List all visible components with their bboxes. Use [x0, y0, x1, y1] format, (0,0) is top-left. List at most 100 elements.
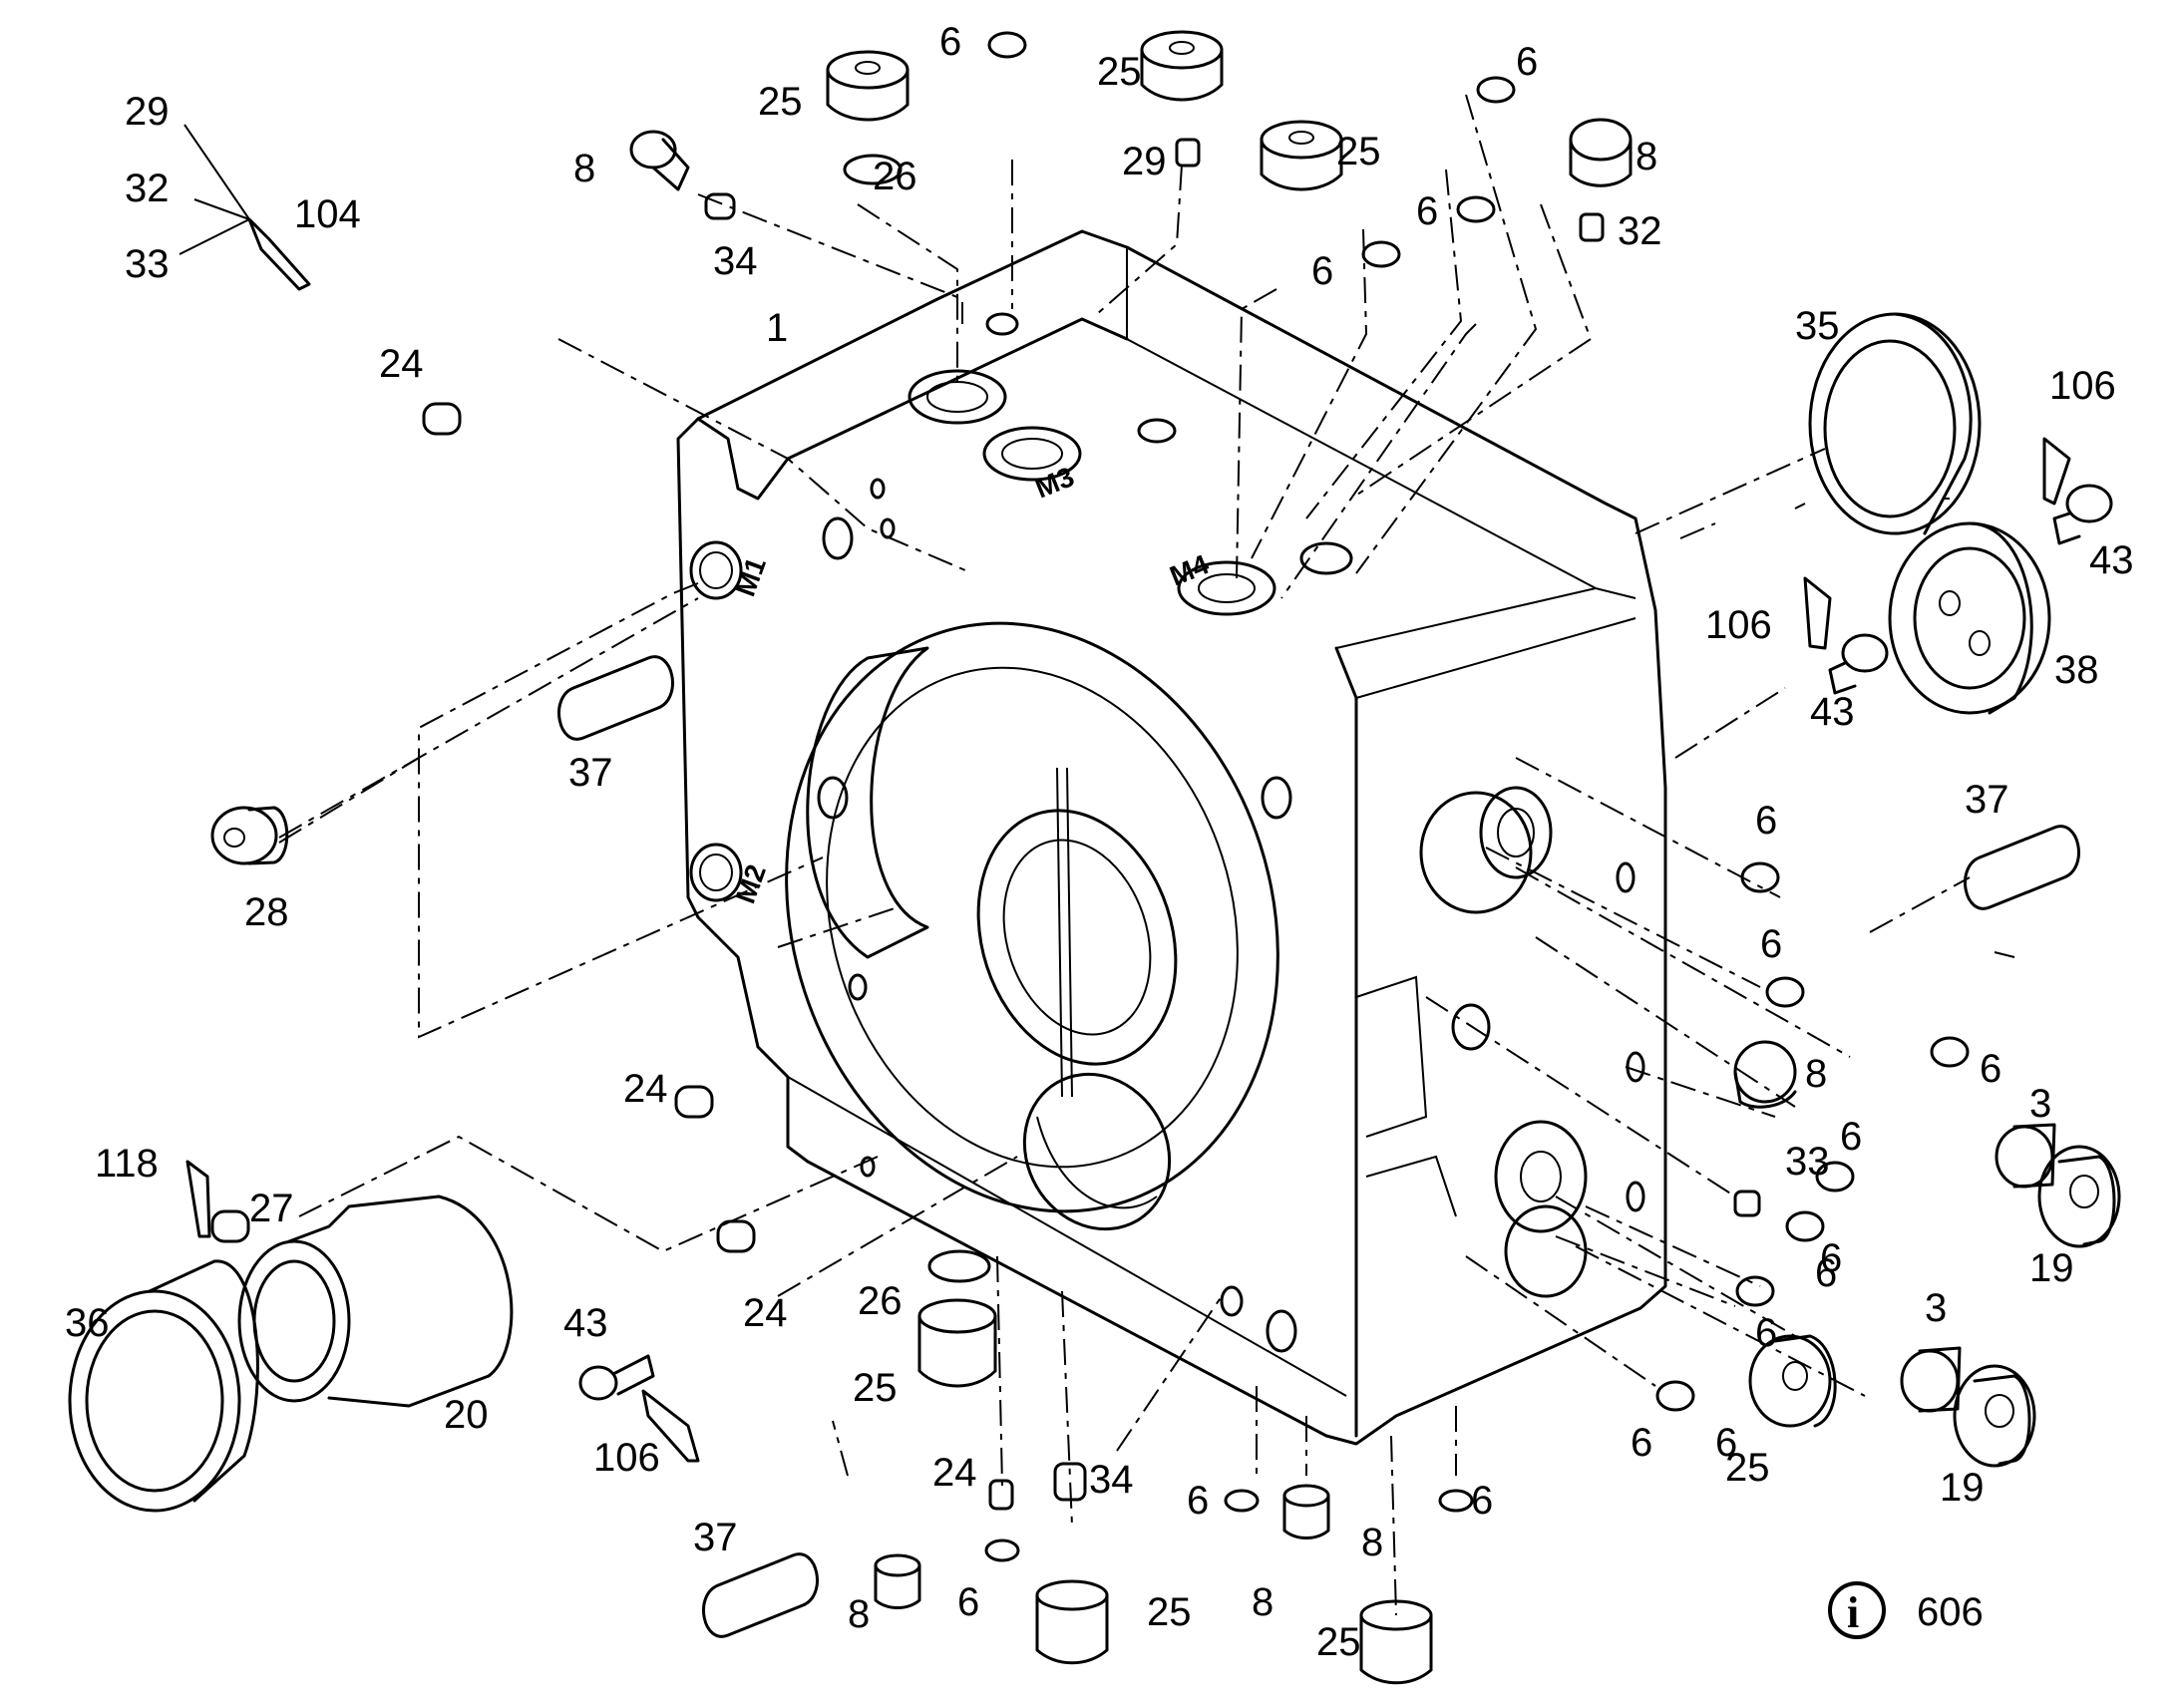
part-label: 6 [1416, 189, 1438, 233]
info-number: 606 [1917, 1590, 1984, 1634]
screw-6l-icon [1224, 1489, 1260, 1513]
part-label: 104 [294, 192, 361, 236]
set-screw-32-icon [1579, 212, 1605, 242]
part-label: 37 [1965, 778, 2009, 822]
info-symbol: i [1847, 1588, 1859, 1637]
part-label: 33 [1785, 1140, 1830, 1184]
part-label: 6 [1187, 1479, 1209, 1523]
part-label: 6 [1820, 1236, 1842, 1280]
housing [676, 229, 1667, 1446]
seal-26-icon [843, 154, 903, 185]
screw-6b-icon [1476, 76, 1516, 104]
part-label: 28 [244, 890, 289, 934]
part-label: 26 [873, 155, 917, 198]
port-mark-m4: M4 [1166, 548, 1214, 591]
part-label: 33 [125, 242, 170, 286]
part-label: 3 [2029, 1082, 2051, 1126]
screw-6i-icon [1785, 1210, 1825, 1242]
bearing-35-icon [1808, 312, 1982, 535]
screw-6j-icon [1735, 1275, 1775, 1307]
part-label: 43 [1810, 690, 1855, 734]
plug-25d-icon [917, 1298, 997, 1388]
plug-25e-icon [1035, 1579, 1109, 1665]
sleeve-24-icon [422, 402, 462, 436]
part-label: 34 [1089, 1458, 1134, 1502]
info-reference: i 606 [1828, 1581, 1984, 1639]
dowel-pin-37b-icon [1964, 825, 2080, 910]
plug-25g-icon [1748, 1334, 1837, 1428]
part-label: 25 [1316, 1620, 1361, 1664]
loose-parts [68, 30, 2121, 1685]
part-label: 36 [65, 1301, 110, 1345]
plug-25-icon [826, 50, 909, 122]
screw-43b-icon [1828, 633, 1889, 695]
sleeve-27-icon [210, 1209, 250, 1243]
screw-6c-icon [1456, 195, 1496, 223]
leader-lines [179, 124, 1806, 510]
part-label: 25 [1336, 130, 1381, 173]
part-label: 6 [1715, 1421, 1737, 1465]
plug-28-icon [210, 806, 289, 865]
part-label: 20 [444, 1393, 489, 1437]
set-screw-29-icon [1175, 138, 1201, 168]
seal-26b-icon [927, 1249, 991, 1283]
plug-25f-icon [1359, 1599, 1433, 1685]
plug-8-icon [629, 130, 690, 191]
cover-38-icon [1888, 521, 2051, 715]
port-mark-m1: M1 [730, 553, 772, 600]
sealant-tube-106c-icon [641, 1389, 700, 1463]
plug-8d-icon [1282, 1484, 1330, 1539]
plug-19-icon [2037, 1145, 2121, 1248]
part-label: 29 [125, 90, 170, 134]
part-label: 6 [1471, 1479, 1493, 1523]
sleeve-24d-icon [988, 1479, 1014, 1511]
part-label: 27 [249, 1187, 294, 1230]
screw-6-icon [987, 31, 1027, 59]
part-label: 6 [1516, 40, 1538, 84]
part-label: 25 [1725, 1446, 1770, 1490]
sealant-tube-106-icon [2042, 437, 2071, 506]
part-label: 19 [1940, 1466, 1985, 1510]
part-label: 43 [2089, 538, 2134, 582]
part-label: 6 [939, 20, 961, 64]
part-label: 106 [1705, 603, 1772, 647]
screw-43c-icon [578, 1354, 655, 1401]
sealant-tube-104-icon [247, 217, 311, 291]
part-label: 6 [1755, 799, 1777, 843]
part-label: 24 [932, 1451, 977, 1495]
part-label: 8 [573, 147, 595, 190]
plug-8b-icon [1569, 118, 1633, 187]
part-label: 6 [1815, 1251, 1837, 1295]
screw-6h-icon [1815, 1161, 1855, 1193]
plug-25c-icon [1260, 120, 1343, 191]
sealant-tube-106b-icon [1803, 576, 1832, 650]
set-screw-33-icon [1733, 1190, 1761, 1217]
part-label: 24 [743, 1291, 788, 1335]
part-label: 43 [563, 1301, 608, 1345]
screw-6e-icon [1740, 861, 1780, 893]
part-label: 25 [1097, 50, 1142, 94]
part-label: 8 [1635, 135, 1657, 178]
part-label: 25 [1147, 1590, 1192, 1634]
sleeve-34-icon [704, 192, 736, 220]
part-label: 106 [2049, 364, 2116, 408]
sleeve-24c-icon [716, 1219, 756, 1253]
assembly-lines [278, 94, 2015, 1616]
part-label: 24 [623, 1067, 668, 1111]
coupling-20-icon [237, 1195, 514, 1408]
dowel-pin-37-icon [557, 655, 674, 741]
screw-6d-icon [1361, 240, 1401, 268]
part-label: 118 [95, 1142, 159, 1186]
screw-6k-icon [1655, 1380, 1695, 1412]
info-icon [1828, 1581, 1886, 1639]
part-label: 6 [1311, 249, 1333, 293]
part-label: 6 [1840, 1115, 1862, 1159]
part-label: 37 [568, 751, 613, 795]
sealant-tube-118-icon [185, 1160, 211, 1238]
screw-6g-icon [1930, 1036, 1970, 1068]
check-valve-3b-icon [1900, 1346, 1962, 1413]
part-label: 8 [848, 1592, 870, 1636]
plug-25b-icon [1140, 30, 1224, 102]
screw-6f-icon [1765, 976, 1805, 1008]
